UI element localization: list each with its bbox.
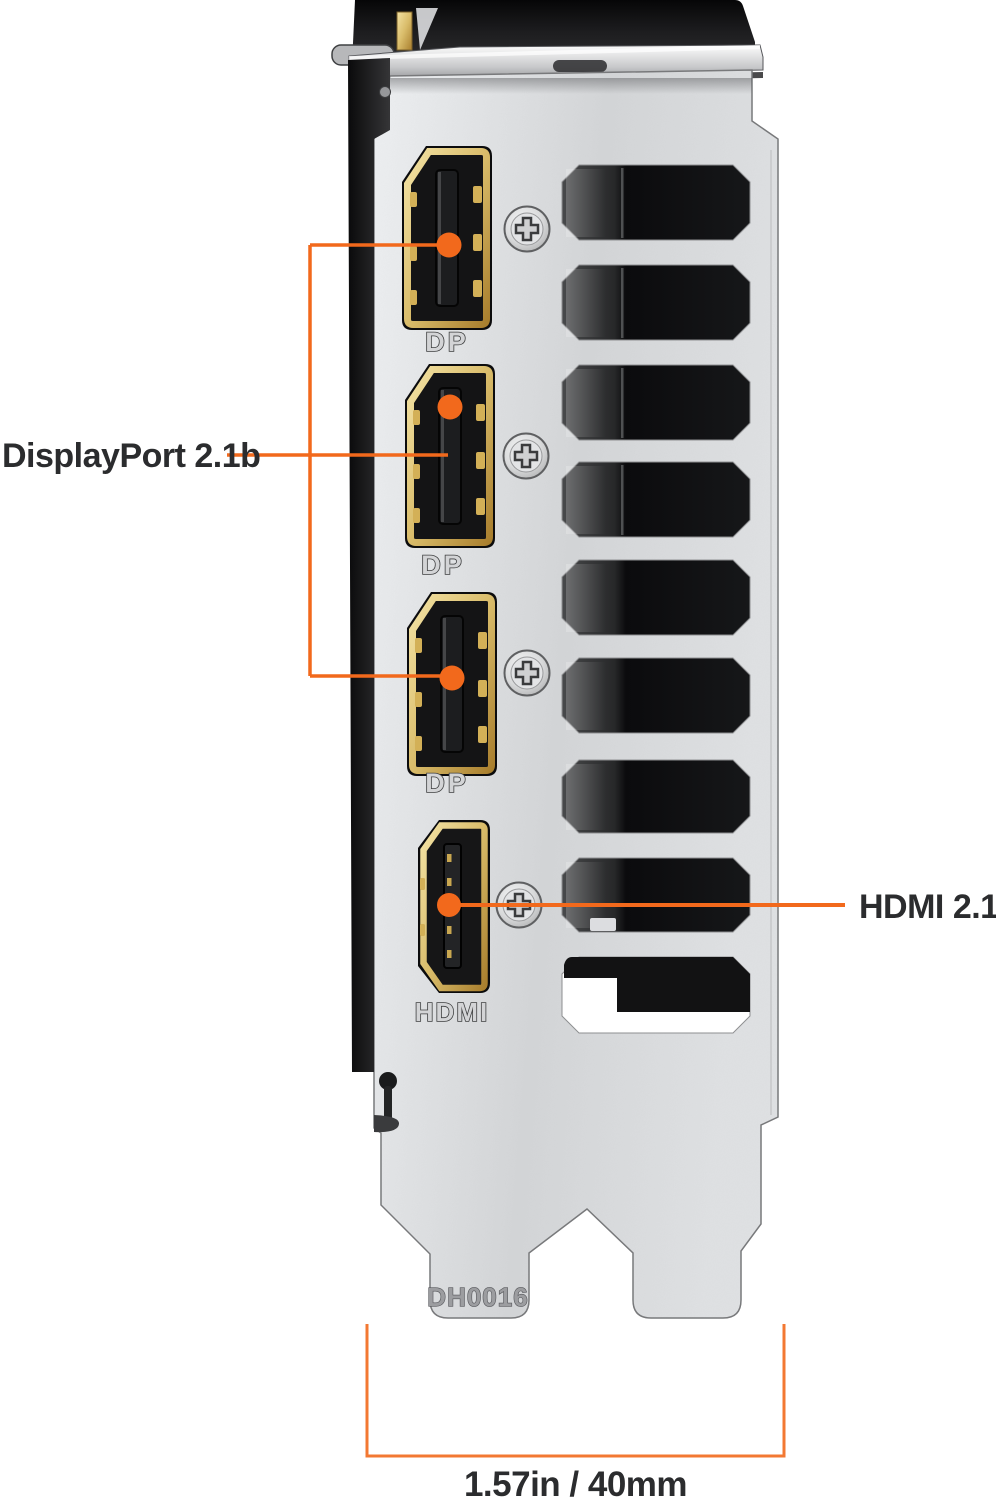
vent-slot	[561, 857, 751, 933]
vent-slot	[561, 559, 751, 636]
callout-dot-dp3	[439, 665, 465, 691]
vent-slots	[561, 164, 751, 1034]
vent-slot	[561, 364, 751, 441]
callout-lines	[227, 232, 845, 1458]
vent-slot	[561, 264, 751, 341]
displayport-callout-label: DisplayPort 2.1b	[2, 437, 261, 475]
vent-slot	[561, 759, 751, 834]
callout-dot-hdmi	[437, 893, 461, 917]
hdmi-embossed-label: HDMI	[415, 997, 489, 1027]
vent-slot-open	[561, 956, 751, 1034]
dp1-embossed-label: DP	[425, 327, 469, 357]
card-edge-strip	[348, 58, 400, 1133]
lip-slot	[553, 60, 607, 72]
screw	[502, 432, 550, 480]
vent-slot	[561, 164, 751, 241]
dp3-embossed-label: DP	[425, 768, 469, 798]
edge-notch	[374, 1115, 400, 1133]
dp-port-2	[405, 364, 495, 548]
gold-tab	[396, 11, 413, 51]
screw	[503, 649, 551, 697]
bracket-hook	[379, 1072, 397, 1090]
hdmi-callout-label: HDMI 2.1b	[859, 888, 996, 926]
dp2-embossed-label: DP	[421, 550, 465, 580]
callout-dot-dp1	[436, 232, 462, 258]
dimension-bracket	[365, 1324, 786, 1458]
vent-slot	[561, 657, 751, 734]
screw	[503, 205, 551, 253]
inner-tab	[590, 918, 616, 931]
dimension-label: 1.57in / 40mm	[463, 1465, 688, 1500]
callout-dot-dp2	[437, 394, 463, 420]
vent-slot	[561, 461, 751, 538]
serial-text: DH0016	[427, 1282, 528, 1312]
